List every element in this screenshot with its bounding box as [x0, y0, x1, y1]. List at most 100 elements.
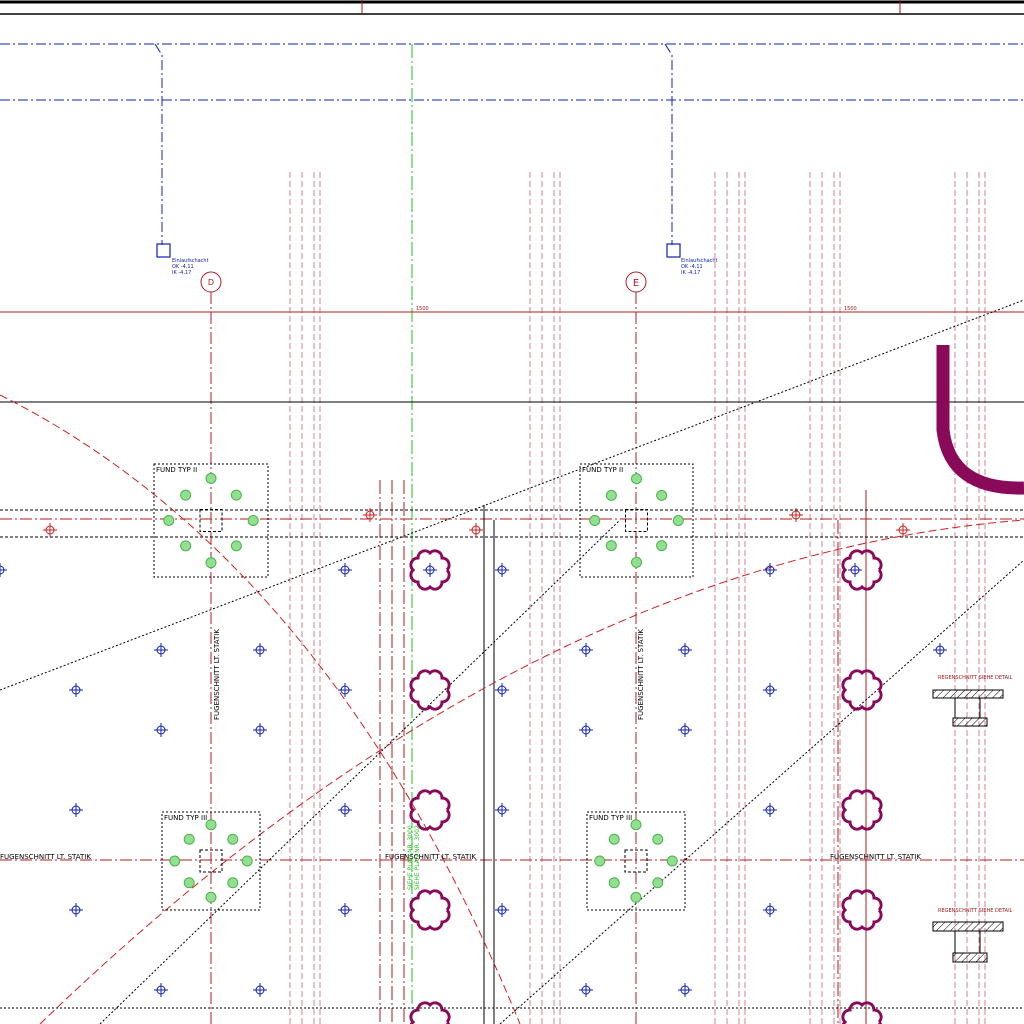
footing-outline [586, 811, 686, 911]
pile-dot [241, 855, 253, 867]
pile-dot [180, 540, 192, 552]
column-outline [624, 849, 648, 873]
shaft-invert: IK -4,17 [172, 270, 191, 276]
pile-dot [666, 855, 678, 867]
pile-dot [608, 833, 620, 845]
joint-label: FUGENSCHNITT LT. STATIK [0, 853, 91, 861]
pile-dot [605, 540, 617, 552]
grid-axis-label: D [208, 278, 214, 287]
pile-dot [230, 540, 242, 552]
tree-icon [409, 549, 451, 591]
shaft-label: Einlaufschacht [681, 258, 718, 264]
trees [409, 549, 883, 1024]
drainage-lines [0, 43, 1024, 245]
survey-mark-icon [678, 723, 692, 737]
pile-dot [652, 877, 664, 889]
survey-mark-icon [579, 723, 593, 737]
survey-mark-icon [154, 723, 168, 737]
pile-dot [183, 833, 195, 845]
footing: FUND TYP III [586, 811, 686, 911]
survey-mark-icon [154, 983, 168, 997]
pile-dot [631, 473, 642, 485]
survey-mark-icon [423, 563, 437, 577]
level-mark-icon [896, 523, 910, 537]
survey-mark-icon [678, 983, 692, 997]
utility-strips [289, 172, 986, 1024]
pile-dot [205, 557, 217, 569]
survey-mark-icon [763, 563, 777, 577]
joint-label: FUGENSCHNITT LT. STATIK [637, 629, 645, 720]
column-outline [625, 509, 648, 532]
pile-dot [205, 819, 217, 831]
pile-dot [672, 515, 684, 526]
survey-mark-icon [763, 803, 777, 817]
survey-mark-icon [69, 683, 83, 697]
pile-dot [589, 515, 601, 526]
footing-label: FUND TYP III [589, 814, 632, 822]
footing: FUND TYP II [153, 463, 269, 578]
footing-label: FUND TYP II [582, 466, 623, 474]
survey-mark-icon [338, 803, 352, 817]
footing-outline [153, 463, 269, 578]
survey-mark-icon [495, 683, 509, 697]
survey-mark-icon [338, 903, 352, 917]
pile-dot [169, 855, 181, 867]
survey-mark-icon [69, 803, 83, 817]
survey-mark-icon [678, 643, 692, 657]
column-outline [199, 509, 223, 532]
survey-mark-icon [579, 643, 593, 657]
shaft-invert: IK -4,17 [681, 270, 700, 276]
tree-icon [409, 889, 451, 931]
level-mark-icon [469, 523, 483, 537]
survey-mark-icon [253, 723, 267, 737]
survey-mark-icon [338, 563, 352, 577]
pile-dot [630, 891, 642, 903]
tree-icon [409, 789, 451, 831]
grid-axis-D: D [200, 271, 222, 293]
footing-outline [161, 811, 261, 911]
survey-mark-icon [495, 563, 509, 577]
pile-dot [631, 556, 642, 568]
pile-dot [227, 833, 239, 845]
shaft-level: OK -4,11 [172, 264, 194, 270]
survey-mark-icon [253, 983, 267, 997]
survey-mark-icon [69, 903, 83, 917]
footings: FUND TYP II FUND TYP II FUND TYP III FUND T… [153, 463, 694, 911]
tree-icon [409, 669, 451, 711]
pile-dot [163, 515, 175, 526]
pile-dot [230, 489, 242, 501]
structure-lines [0, 299, 1024, 1024]
tree-icon [841, 669, 883, 711]
inlet-shafts [156, 243, 681, 258]
grid-axis-label: E [633, 278, 639, 289]
survey-mark-icon [495, 903, 509, 917]
detail-label: REGENSCHNITT SIEHE DETAIL [938, 675, 1013, 681]
detail-label: REGENSCHNITT SIEHE DETAIL [938, 908, 1013, 914]
grid-axis-E: E [625, 271, 647, 293]
dimension-label: 1500 [844, 306, 857, 312]
pile-dot [656, 489, 668, 501]
plan-reference-note: SIEHE PLAN NR. 3002 [414, 825, 421, 890]
survey-mark-icon [154, 643, 168, 657]
survey-mark-icon [253, 643, 267, 657]
dimension-label: 1500 [416, 306, 429, 312]
footing-label: FUND TYP III [164, 814, 207, 822]
tree-icon [841, 789, 883, 831]
footing: FUND TYP III [161, 811, 261, 911]
pile-dot [205, 891, 217, 903]
pile-dot [630, 819, 642, 831]
pile-dot [227, 877, 239, 889]
joint-label: FUGENSCHNITT LT. STATIK [213, 629, 221, 720]
shaft-label: Einlaufschacht [172, 258, 209, 264]
level-mark-icon [789, 508, 803, 522]
pile-dot [205, 472, 217, 484]
pile-dot [656, 540, 668, 552]
level-mark-icon [43, 523, 57, 537]
plan-reference-note: SIEHE PLAN NR. 3000 [407, 825, 414, 890]
pile-dot [183, 877, 195, 889]
survey-mark-icon [933, 643, 947, 657]
tree-icon [841, 889, 883, 931]
boundary-arcs [0, 394, 1024, 1024]
footing: FUND TYP II [579, 463, 694, 578]
